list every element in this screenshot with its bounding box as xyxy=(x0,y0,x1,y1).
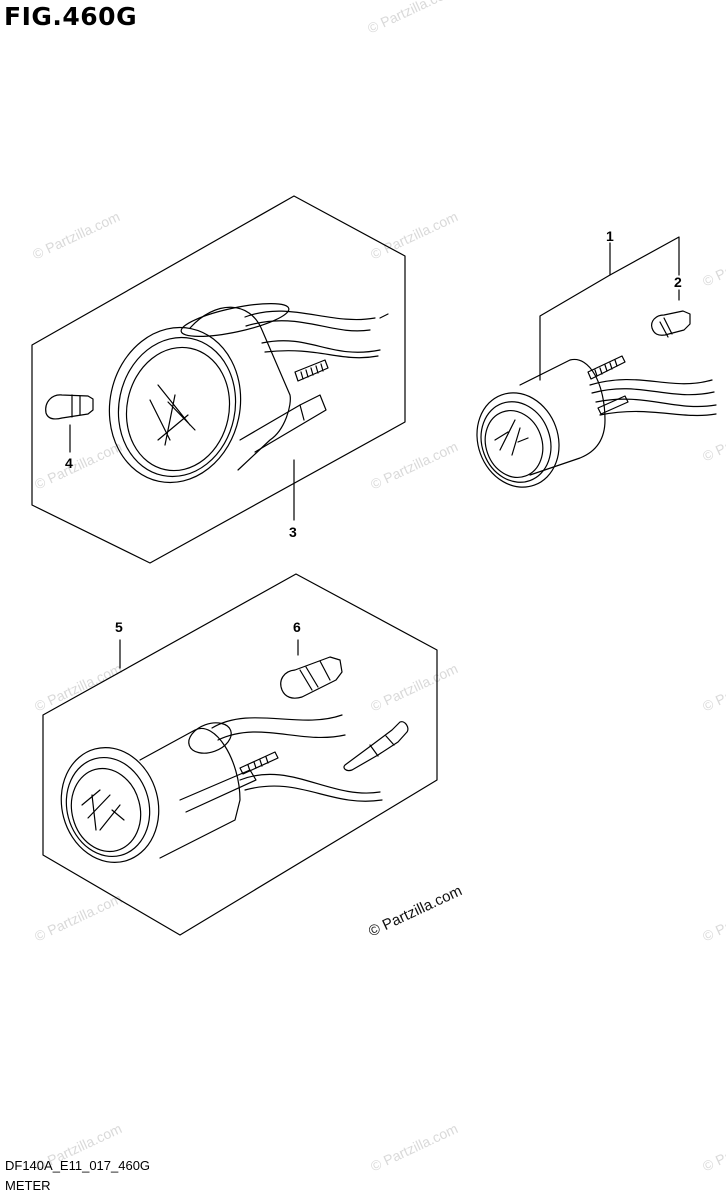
bulb-part-4 xyxy=(45,394,94,420)
assembly-5-outline xyxy=(42,573,438,936)
figure-title: FIG.460G xyxy=(4,2,138,31)
callout-5: 5 xyxy=(115,619,123,635)
assembly-3-outline xyxy=(31,195,406,564)
leader-line-1 xyxy=(539,242,611,381)
callout-2: 2 xyxy=(674,274,682,290)
lower-gauge-part-5 xyxy=(60,714,409,863)
callout-4: 4 xyxy=(65,455,73,471)
bulb-part-6 xyxy=(280,656,343,699)
drawing-caption: METER xyxy=(5,1178,51,1193)
large-gauge-part-3 xyxy=(108,303,389,484)
leader-line-1b xyxy=(609,236,680,276)
callout-3: 3 xyxy=(289,524,297,540)
drawing-code: DF140A_E11_017_460G xyxy=(5,1158,151,1173)
bulb-part-2 xyxy=(651,310,691,338)
callout-1: 1 xyxy=(606,228,614,244)
callout-6: 6 xyxy=(293,619,301,635)
small-gauge-part-1 xyxy=(476,355,717,488)
